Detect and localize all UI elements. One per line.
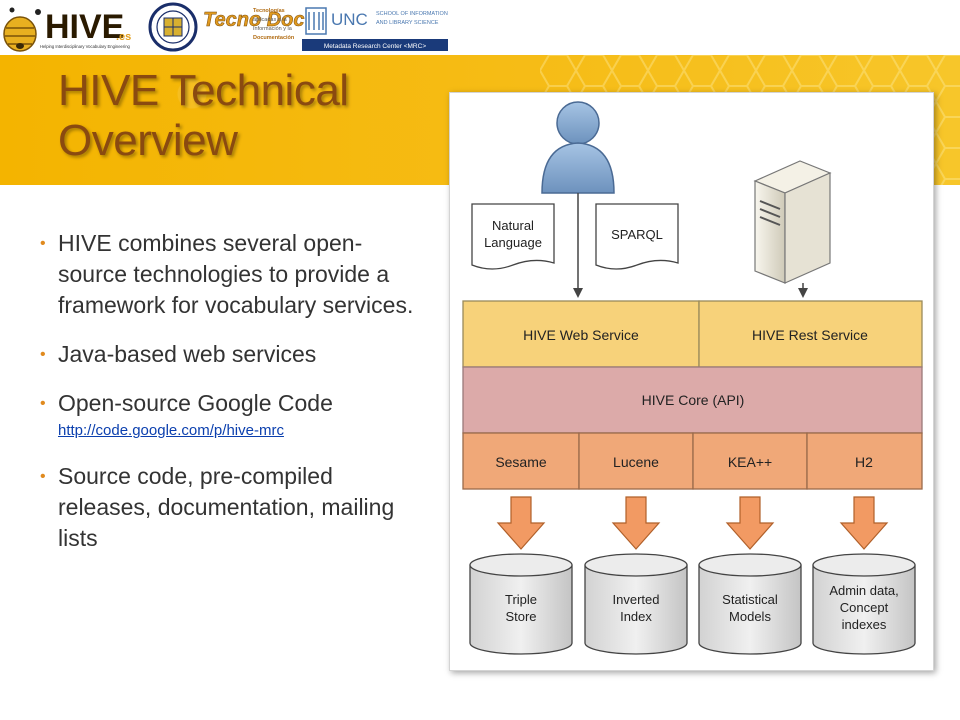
bullet-icon: •	[40, 395, 46, 412]
services-layer: HIVE Web Service HIVE Rest Service	[462, 300, 923, 368]
logo-bar: HIVE .es Helping Interdisciplinary Vocab…	[0, 0, 960, 55]
core-layer: HIVE Core (API)	[462, 366, 923, 434]
tecnodoc-logo-text: Tecno Doc	[203, 9, 305, 31]
unc-logo: UNC SCHOOL OF INFORMATION AND LIBRARY SC…	[302, 7, 448, 51]
bullet-icon: •	[40, 468, 46, 485]
component-arrows	[496, 496, 889, 550]
hive-logo-text: HIVE	[45, 8, 124, 46]
bullet-item: • Java-based web services	[36, 339, 426, 370]
store-label-line: Triple	[505, 592, 537, 607]
store-label-line: Statistical	[722, 592, 778, 607]
tecnodoc-desc-4: Documentación	[253, 35, 295, 41]
component-label: KEA++	[728, 454, 772, 470]
bullet-icon: •	[40, 346, 46, 363]
input-label-line: SPARQL	[611, 227, 663, 242]
hive-logo-tagline: Helping Interdisciplinary Vocabulary Eng…	[40, 44, 131, 49]
store-label-line: Admin data,	[829, 583, 898, 598]
google-code-link[interactable]: http://code.google.com/p/hive-mrc	[58, 422, 284, 439]
store-label-line: indexes	[842, 617, 887, 632]
unc-logo-text: UNC	[331, 10, 368, 29]
service-label: HIVE Rest Service	[752, 327, 868, 343]
unc-line-2: AND LIBRARY SCIENCE	[376, 20, 439, 26]
components-layer: Sesame Lucene KEA++ H2	[462, 432, 923, 490]
natural-language-input: Natural Language	[471, 203, 555, 270]
tecnodoc-desc-1: Tecnologías	[253, 8, 285, 14]
bullet-list: • HIVE combines several open-source tech…	[36, 228, 426, 572]
input-label-line: Language	[484, 235, 542, 250]
hive-logo-suffix: .es	[116, 31, 131, 43]
service-label: HIVE Web Service	[523, 327, 639, 343]
data-store: Admin data, Concept indexes	[812, 553, 916, 655]
store-label-line: Index	[620, 609, 652, 624]
tecnodoc-desc-3: Información y la	[253, 26, 293, 32]
hive-logo: HIVE .es Helping Interdisciplinary Vocab…	[3, 7, 131, 52]
bullet-text: Open-source Google Code	[58, 390, 333, 416]
sparql-input: SPARQL	[595, 203, 679, 270]
store-label-line: Inverted	[613, 592, 660, 607]
component-label: Sesame	[495, 454, 547, 470]
input-label-line: Natural	[492, 218, 534, 233]
bullet-text: HIVE combines several open-source techno…	[58, 230, 414, 318]
store-label-line: Models	[729, 609, 771, 624]
component-label: H2	[855, 454, 873, 470]
architecture-diagram: Natural Language SPARQL HIVE Web Service…	[449, 92, 934, 671]
store-label-line: Store	[505, 609, 536, 624]
data-store: Inverted Index	[584, 553, 688, 655]
bullet-item: • HIVE combines several open-source tech…	[36, 228, 426, 321]
partner-logos: HIVE .es Helping Interdisciplinary Vocab…	[3, 2, 448, 52]
server-icon	[753, 160, 832, 284]
bullet-item: • Open-source Google Code http://code.go…	[36, 388, 426, 443]
bullet-icon: •	[40, 235, 46, 252]
component-label: Lucene	[613, 454, 659, 470]
data-store: Statistical Models	[698, 553, 802, 655]
bullet-item: • Source code, pre-compiled releases, do…	[36, 461, 426, 554]
data-store: Triple Store	[469, 553, 573, 655]
tecnodoc-desc-2: aplicadas a la	[253, 17, 288, 23]
bullet-text: Source code, pre-compiled releases, docu…	[58, 463, 395, 551]
architecture-diagram-canvas: Natural Language SPARQL HIVE Web Service…	[462, 101, 923, 655]
tecnodoc-logo: Tecno Doc Tecnologías aplicadas a la Inf…	[203, 8, 305, 41]
mrc-label: Metadata Research Center <MRC>	[324, 43, 426, 50]
slide-title: HIVE Technical Overview	[58, 66, 349, 165]
core-label: HIVE Core (API)	[642, 392, 745, 408]
bullet-text: Java-based web services	[58, 341, 317, 367]
input-arrows	[573, 193, 808, 298]
user-icon	[541, 101, 615, 194]
university-seal-logo	[148, 2, 198, 52]
unc-line-1: SCHOOL OF INFORMATION	[376, 11, 448, 17]
store-label-line: Concept	[840, 600, 889, 615]
